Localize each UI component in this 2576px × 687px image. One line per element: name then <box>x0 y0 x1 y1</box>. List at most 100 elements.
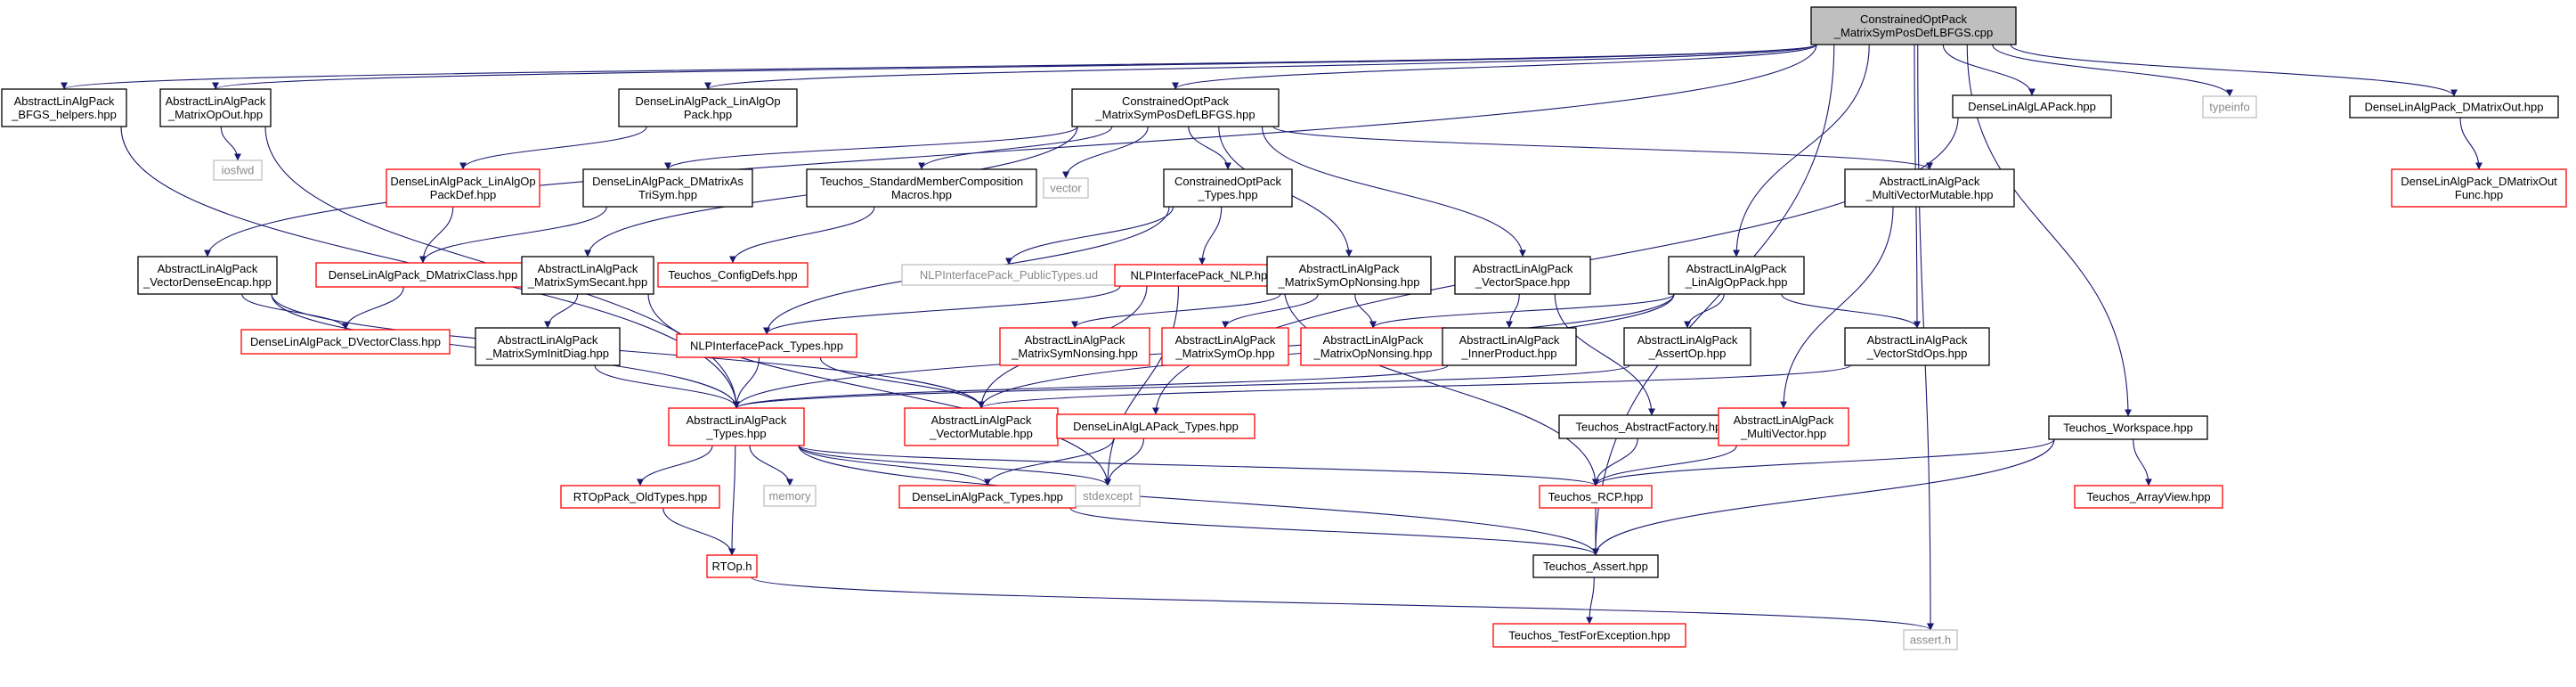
node-box <box>1163 168 1293 208</box>
edge-ala_innerproduct-to-ala_types <box>733 364 1449 409</box>
node-box <box>560 485 720 509</box>
node-ala-matsymnonsing[interactable]: AbstractLinAlgPack_MatrixSymNonsing.hpp <box>999 327 1150 366</box>
node-label: Func.hpp <box>2455 188 2503 201</box>
node-box <box>2202 95 2257 119</box>
node-ala-vectorspace[interactable]: AbstractLinAlgPack_VectorSpace.hpp <box>1454 256 1591 295</box>
edge-ala_types-to-stdexcept <box>798 445 1111 487</box>
node-ala-multivecmut[interactable]: AbstractLinAlgPack_MultiVectorMutable.hp… <box>1844 168 2015 208</box>
node-label: NLPInterfacePack_NLP.hpp <box>1131 269 1274 282</box>
edge-ala_multivector-to-teuchos_rcp <box>1592 445 1737 487</box>
node-dla-dmatrixout[interactable]: DenseLinAlgPack_DMatrixOut.hpp <box>2349 95 2559 119</box>
edge-cop_lbfgs_hpp-to-vector <box>1062 126 1149 179</box>
edge-root-to-dla_dmatrixout <box>2010 44 2458 97</box>
node-label: _AssertOp.hpp <box>1648 347 1727 360</box>
edge-line <box>1586 577 1595 625</box>
node-label: _Types.hpp <box>1197 188 1257 201</box>
node-rtop-h[interactable]: RTOp.h <box>706 554 758 578</box>
node-dla-linalgop[interactable]: DenseLinAlgPack_LinAlgOpPack.hpp <box>618 88 798 127</box>
node-ala-vecmutable[interactable]: AbstractLinAlgPack_VectorMutable.hpp <box>904 407 1059 446</box>
node-teuchos-testforexc[interactable]: Teuchos_TestForException.hpp <box>1492 623 1686 648</box>
node-teuchos-arrayview[interactable]: Teuchos_ArrayView.hpp <box>2074 485 2223 509</box>
edge-line <box>751 577 1934 631</box>
edge-teuchos_workspace-to-teuchos_arrayview <box>2133 438 2152 487</box>
node-box <box>1532 554 1659 578</box>
node-dla-lapack[interactable]: DenseLinAlgLAPack.hpp <box>1952 94 2112 119</box>
node-box <box>657 262 809 288</box>
node-teuchos-rcp[interactable]: Teuchos_RCP.hpp <box>1539 485 1653 509</box>
node-dla-types[interactable]: DenseLinAlgPack_Types.hpp <box>898 485 1077 509</box>
node-ala-matsymop[interactable]: AbstractLinAlgPack_MatrixSymOp.hpp <box>1161 327 1289 366</box>
node-ala-vecdenseencap[interactable]: AbstractLinAlgPack_VectorDenseEncap.hpp <box>137 256 278 295</box>
node-teuchos-absfactory[interactable]: Teuchos_AbstractFactory.hpp <box>1558 414 1745 439</box>
edge-line <box>419 206 454 264</box>
node-label: DenseLinAlgPack_DMatrixAs <box>592 175 744 188</box>
edge-line <box>1005 206 1174 266</box>
node-ala-matopnonsing[interactable]: AbstractLinAlgPack_MatrixOpNonsing.hpp <box>1300 327 1446 366</box>
node-teuchos-workspace[interactable]: Teuchos_Workspace.hpp <box>2048 415 2208 440</box>
node-ala-innerproduct[interactable]: AbstractLinAlgPack_InnerProduct.hpp <box>1442 327 1577 366</box>
edge-line <box>733 364 1449 409</box>
node-matrixopout[interactable]: AbstractLinAlgPack_MatrixOpOut.hpp <box>159 88 272 127</box>
node-ala-vecstdops[interactable]: AbstractLinAlgPack_VectorStdOps.hpp <box>1844 327 1990 366</box>
node-label: AbstractLinAlgPack <box>1880 175 1980 188</box>
node-label: _MatrixSymPosDefLBFGS.cpp <box>1833 26 1993 39</box>
node-teuchos-smc[interactable]: Teuchos_StandardMemberCompositionMacros.… <box>806 168 1037 208</box>
edge-matrixopout-to-iosfwd <box>220 126 241 161</box>
node-dla-lapacktypes[interactable]: DenseLinAlgLAPack_Types.hpp <box>1056 413 1255 439</box>
node-dla-dvectorclass[interactable]: DenseLinAlgPack_DVectorClass.hpp <box>240 329 451 355</box>
node-label: memory <box>769 489 811 503</box>
node-rtop-oldtypes[interactable]: RTOpPack_OldTypes.hpp <box>560 485 720 509</box>
node-label: AbstractLinAlgPack <box>1734 413 1834 427</box>
node-label: Teuchos_Assert.hpp <box>1543 560 1648 573</box>
edge-ala_assertop-to-ala_types <box>733 364 1630 409</box>
node-bfgs-helpers[interactable]: AbstractLinAlgPack_BFGS_helpers.hpp <box>1 88 127 127</box>
node-label: DenseLinAlgPack_DMatrixOut <box>2401 175 2557 188</box>
node-teuchos-assert[interactable]: Teuchos_Assert.hpp <box>1532 554 1659 578</box>
edge-line <box>1222 293 1319 329</box>
node-nlp-types[interactable]: NLPInterfacePack_Types.hpp <box>676 333 857 358</box>
node-dla-dmatrixclass[interactable]: DenseLinAlgPack_DMatrixClass.hpp <box>315 262 531 288</box>
edge-line <box>1172 44 1817 90</box>
node-ala-assertop[interactable]: AbstractLinAlgPack_AssertOp.hpp <box>1623 327 1751 366</box>
edge-cop_lbfgs_hpp-to-dla_dmatrixastrisym <box>664 126 1078 170</box>
edge-root-to-dla_linalgop <box>704 44 1817 90</box>
node-ala-linalgoppack[interactable]: AbstractLinAlgPack_LinAlgOpPack.hpp <box>1668 256 1805 295</box>
node-label: _MatrixSymInitDiag.hpp <box>485 347 609 360</box>
node-ala-matsyminitdiag[interactable]: AbstractLinAlgPack_MatrixSymInitDiag.hpp <box>475 327 621 366</box>
node-root[interactable]: ConstrainedOptPack_MatrixSymPosDefLBFGS.… <box>1810 6 2017 45</box>
node-cop-lbfgs-hpp[interactable]: ConstrainedOptPack_MatrixSymPosDefLBFGS.… <box>1071 88 1280 127</box>
node-box <box>806 168 1037 208</box>
node-label: AbstractLinAlgPack <box>931 413 1032 427</box>
node-ala-types[interactable]: AbstractLinAlgPack_Types.hpp <box>668 407 805 446</box>
node-label: AbstractLinAlgPack <box>687 413 787 427</box>
node-label: assert.h <box>1910 634 1951 647</box>
node-teuchos-configdefs[interactable]: Teuchos_ConfigDefs.hpp <box>657 262 809 288</box>
edge-ala_matsymopnonsing-to-ala_matsymnonsing <box>1071 293 1281 329</box>
node-label: AbstractLinAlgPack <box>538 262 638 275</box>
node-box <box>1844 327 1990 366</box>
node-cop-types[interactable]: ConstrainedOptPack_Types.hpp <box>1163 168 1293 208</box>
node-label: AbstractLinAlgPack <box>158 262 258 275</box>
node-box <box>315 262 531 288</box>
node-box <box>386 168 540 208</box>
node-vector: vector <box>1043 177 1089 199</box>
node-ala-matsymopnonsing[interactable]: AbstractLinAlgPack_MatrixSymOpNonsing.hp… <box>1266 256 1432 295</box>
edge-line <box>1261 126 1526 258</box>
node-ala-multivector[interactable]: AbstractLinAlgPack_MultiVector.hpp <box>1718 407 1849 446</box>
node-label: typeinfo <box>2209 101 2250 114</box>
edge-ala_multivecmut-to-ala_multivector <box>1780 206 1894 409</box>
node-label: _MatrixOpOut.hpp <box>167 108 263 121</box>
node-label: _MatrixSymSecant.hpp <box>527 275 647 289</box>
node-nlp-nlp[interactable]: NLPInterfacePack_NLP.hpp <box>1114 264 1290 287</box>
node-box <box>2391 168 2567 208</box>
node-box <box>240 329 451 355</box>
edge-line <box>1071 293 1281 329</box>
node-label: TriSym.hpp <box>638 188 697 201</box>
node-assert-h: assert.h <box>1903 629 1958 650</box>
edge-line <box>918 126 1113 170</box>
node-label: ConstrainedOptPack <box>1122 94 1229 108</box>
node-ala-matsymsecant[interactable]: AbstractLinAlgPack_MatrixSymSecant.hpp <box>521 256 654 295</box>
